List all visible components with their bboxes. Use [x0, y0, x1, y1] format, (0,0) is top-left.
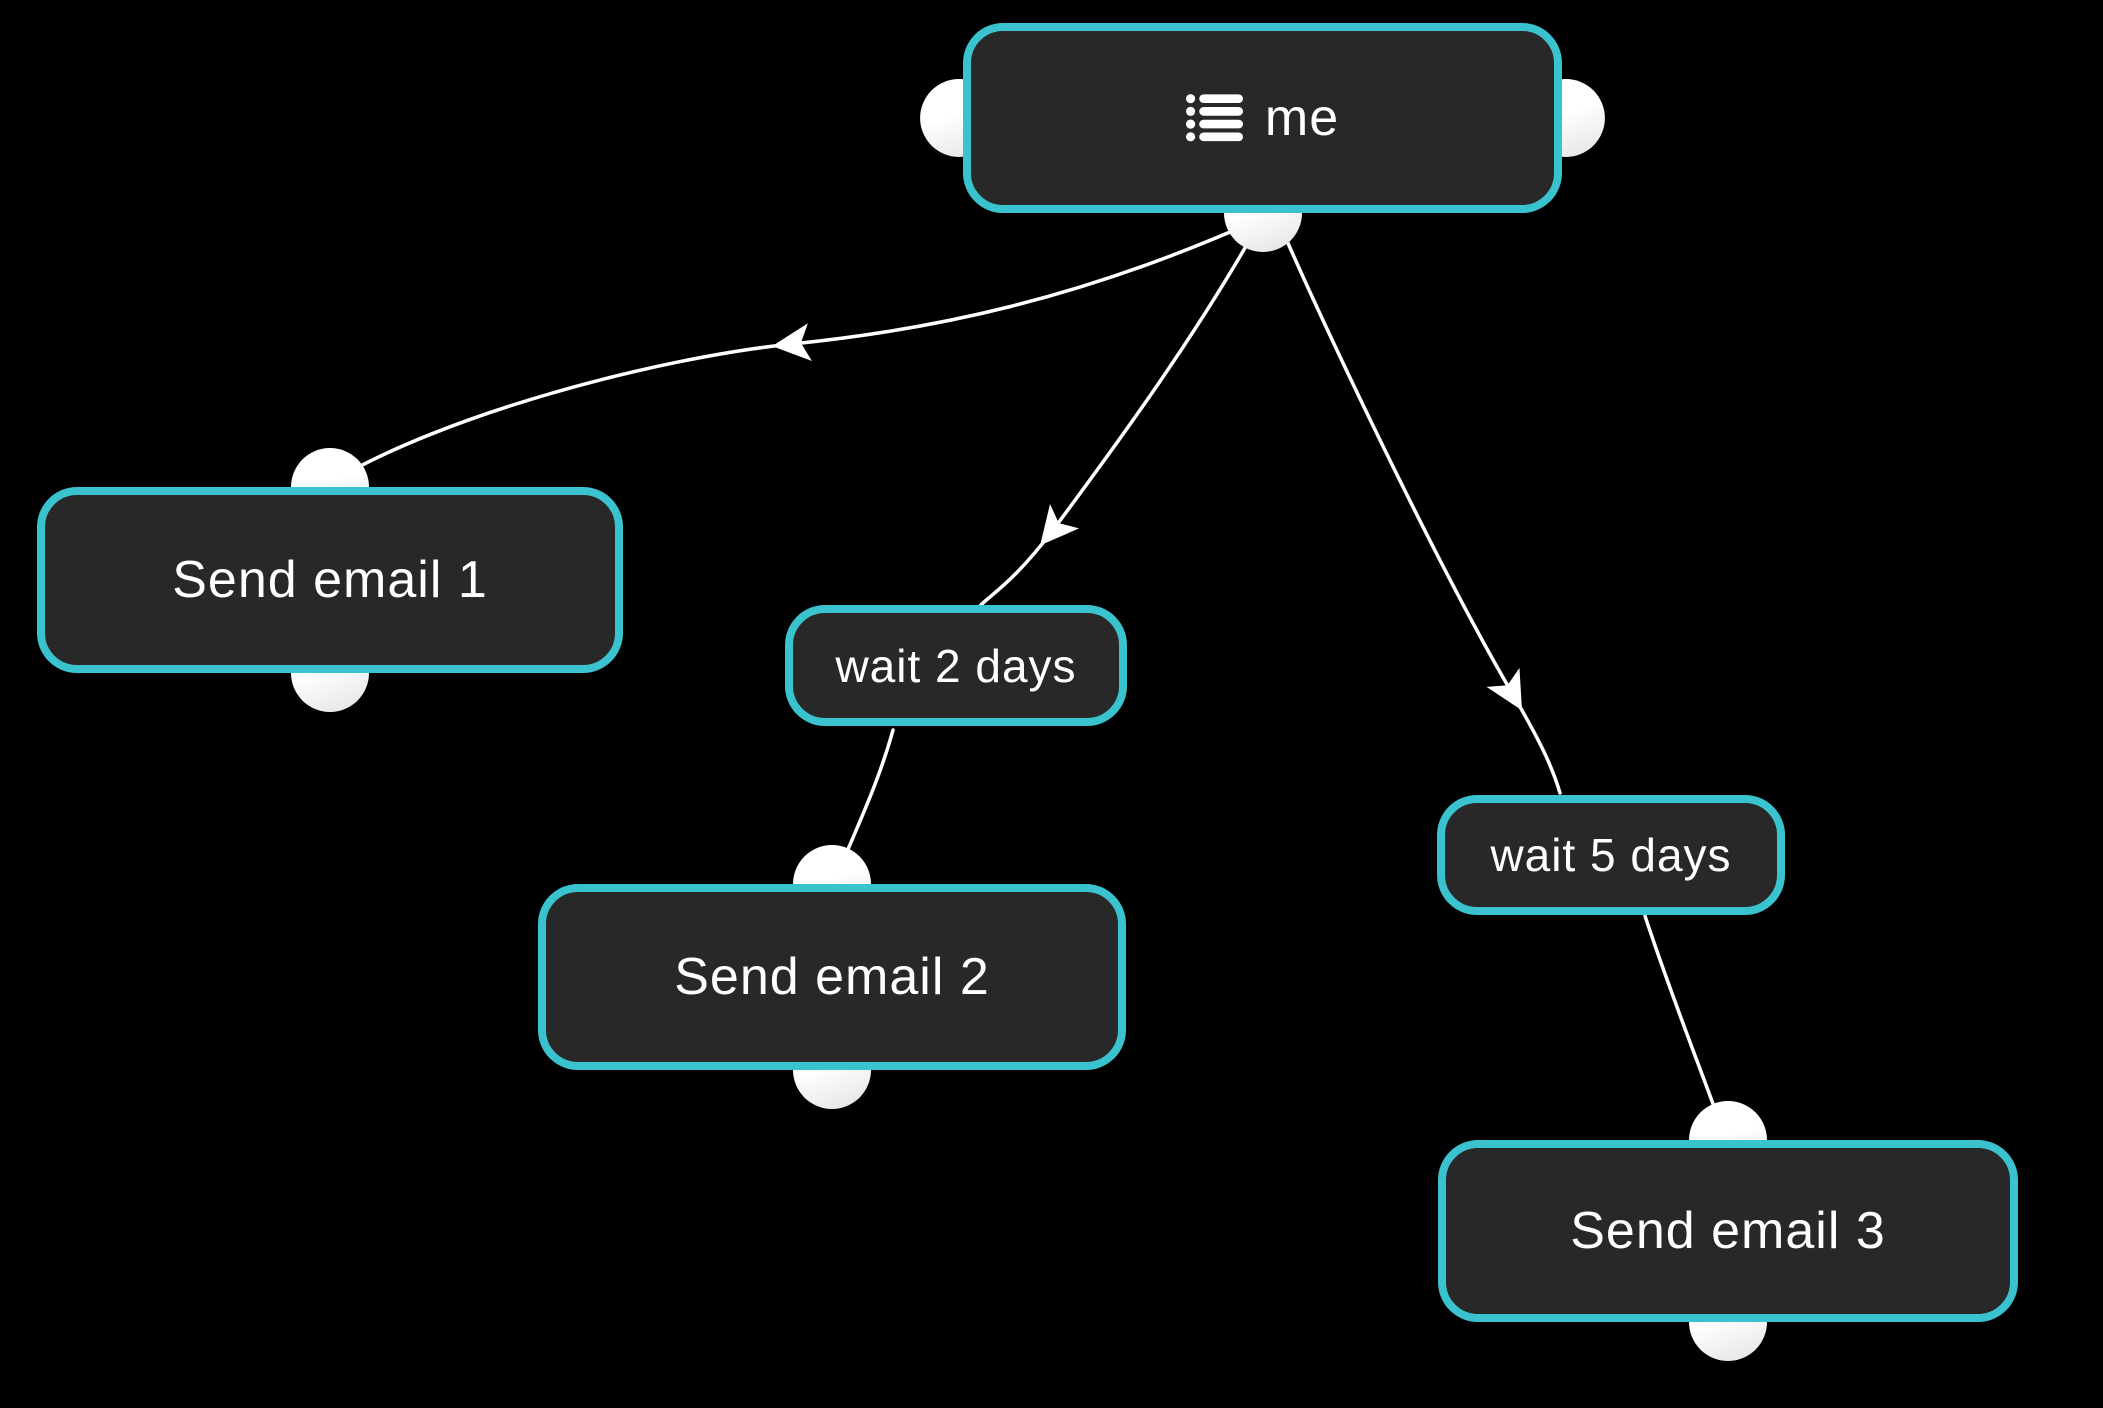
node-send-email-3[interactable]: Send email 3 — [1438, 1101, 2018, 1361]
node-send-email-2[interactable]: Send email 2 — [538, 845, 1126, 1109]
node-wait-5-days[interactable]: wait 5 days — [1437, 795, 1785, 915]
node-wait-2-days[interactable]: wait 2 days — [785, 605, 1127, 726]
node-label: Send email 3 — [1570, 1202, 1886, 1260]
node-label: wait 5 days — [1490, 829, 1732, 881]
arrowhead-icon — [1040, 503, 1080, 546]
node-me[interactable]: me — [920, 23, 1605, 252]
node-label: me — [1264, 89, 1340, 147]
edge-me-to-wait-5-days[interactable] — [1274, 214, 1562, 795]
node-label: Send email 1 — [172, 551, 488, 609]
list-icon — [1185, 93, 1243, 143]
edge-me-to-wait-2-days[interactable] — [978, 216, 1264, 608]
node-send-email-1[interactable]: Send email 1 — [37, 448, 623, 712]
node-label: Send email 2 — [674, 948, 990, 1006]
arrowhead-icon — [772, 323, 812, 362]
arrowhead-icon — [1486, 667, 1522, 711]
node-label: wait 2 days — [835, 639, 1077, 692]
